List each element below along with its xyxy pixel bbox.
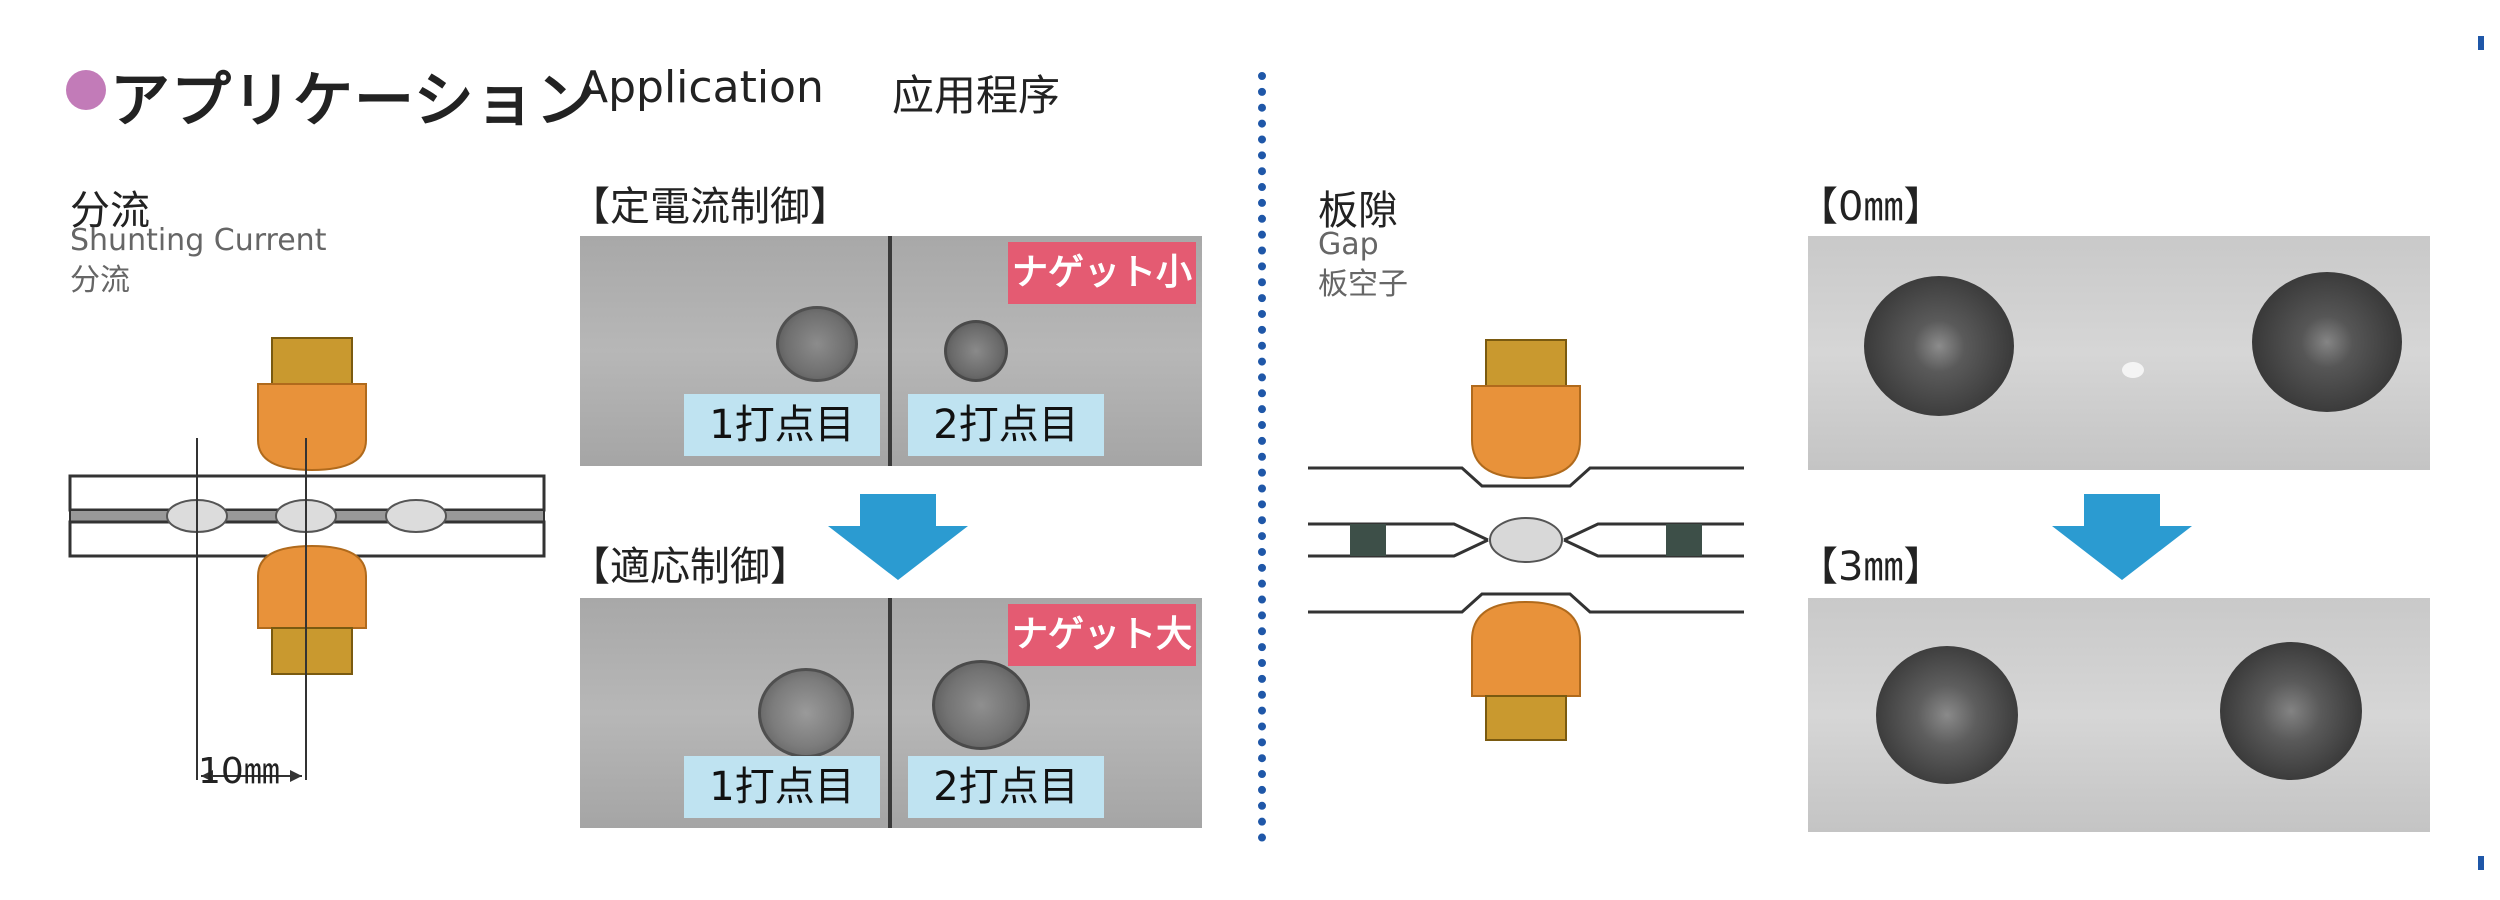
shunting-diagram xyxy=(68,337,546,782)
page-title-en: Application xyxy=(578,62,824,113)
section-divider xyxy=(1258,72,1266,842)
gap-plate-lower xyxy=(1308,538,1489,558)
weld-spot-2 xyxy=(944,320,1008,382)
gap-3mm-photo xyxy=(1808,598,2430,832)
gap-plate-lower xyxy=(1563,538,1744,558)
down-arrow-icon xyxy=(828,494,968,580)
weld-spot-1 xyxy=(1864,276,2014,416)
gap-diagram xyxy=(1308,339,1744,741)
page-title-jp: アプリケーション xyxy=(110,66,597,136)
constant-current-photo: ナゲット小 1打点目 2打点目 xyxy=(580,236,1202,466)
gap-title-jp: 板隙 xyxy=(1318,188,1398,234)
adaptive-heading: 【適応制御】 xyxy=(570,544,810,590)
top-electrode-shank xyxy=(271,337,353,385)
corner-mark xyxy=(2478,856,2484,870)
gap-plate-upper xyxy=(1563,522,1744,542)
weld-spot-1 xyxy=(1876,646,2018,784)
shunting-title-jp: 分流 xyxy=(70,188,150,234)
gap-0mm-photo xyxy=(1808,236,2430,470)
down-arrow-icon xyxy=(2052,494,2192,580)
gap-0mm-heading: 【0㎜】 xyxy=(1798,184,1944,230)
weld-spot-2 xyxy=(932,660,1030,750)
bottom-electrode-tip xyxy=(257,544,367,629)
dimension-label: 10㎜ xyxy=(198,751,280,792)
upper-plate-line xyxy=(1308,466,1744,488)
nugget-large-badge: ナゲット大 xyxy=(1008,604,1196,666)
weld-spot-1 xyxy=(776,306,858,382)
nugget-small-badge: ナゲット小 xyxy=(1008,242,1196,304)
page-title-cn: 应用程序 xyxy=(892,71,1061,120)
weld-nugget xyxy=(1489,517,1563,563)
weld-nugget xyxy=(385,499,447,533)
spot-label-2: 2打点目 xyxy=(908,394,1104,456)
spot-label-2: 2打点目 xyxy=(908,756,1104,818)
top-electrode-tip xyxy=(257,383,367,472)
weld-spot-2 xyxy=(2252,272,2402,412)
top-electrode-shank xyxy=(1485,339,1567,387)
spacer-block xyxy=(1350,524,1386,556)
gap-title-cn: 板空子 xyxy=(1318,267,1408,302)
adaptive-photo: ナゲット大 1打点目 2打点目 xyxy=(580,598,1202,828)
top-electrode-tip xyxy=(1471,385,1581,480)
bottom-electrode-shank xyxy=(1485,695,1567,741)
spot-label-1: 1打点目 xyxy=(684,756,880,818)
photo-divider xyxy=(888,236,892,466)
corner-mark xyxy=(2478,36,2484,50)
spacer-block xyxy=(1666,524,1702,556)
photo-divider xyxy=(888,598,892,828)
spot-label-1: 1打点目 xyxy=(684,394,880,456)
gap-3mm-heading: 【3㎜】 xyxy=(1798,544,1944,590)
constant-current-heading: 【定電流制御】 xyxy=(570,184,850,230)
weld-spot-2 xyxy=(2220,642,2362,780)
bottom-electrode-shank xyxy=(271,627,353,675)
gap-title-en: Gap xyxy=(1318,227,1379,262)
glare-spot xyxy=(2122,362,2144,378)
gap-plate-upper xyxy=(1308,522,1489,542)
shunting-title-en: Shunting Current xyxy=(70,223,327,258)
weld-spot-1 xyxy=(758,668,854,758)
shunting-title-cn: 分流 xyxy=(70,263,130,298)
bottom-electrode-tip xyxy=(1471,600,1581,697)
title-bullet-icon xyxy=(66,70,106,110)
lower-plate-line xyxy=(1308,592,1744,614)
